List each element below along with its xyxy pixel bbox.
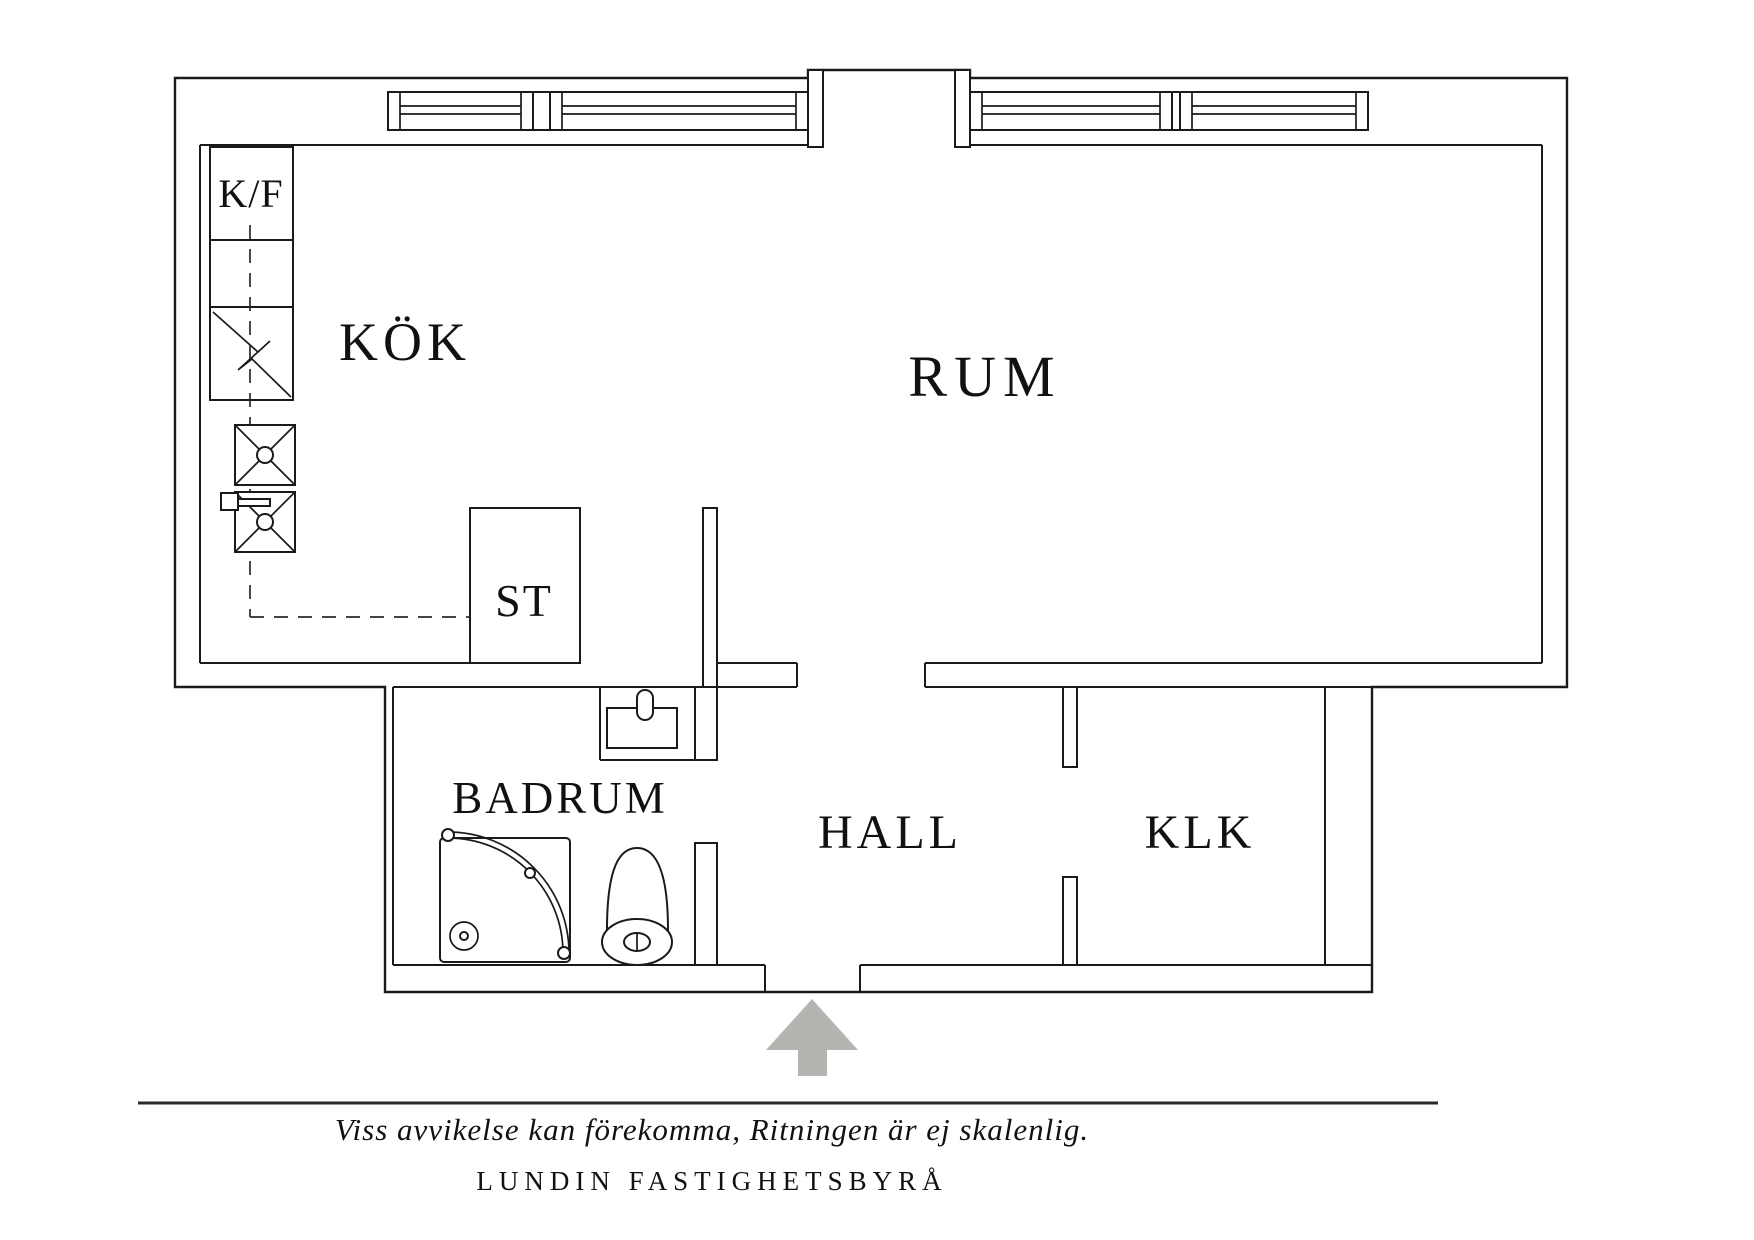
fridge-freezer-box [209, 146, 294, 241]
label-fridge-freezer: K/F [218, 171, 283, 216]
entrance-arrow-icon [766, 999, 858, 1076]
entrance-jambs [764, 965, 861, 992]
hall-klk-divider-upper [1062, 686, 1078, 768]
label-storage: ST [495, 575, 553, 626]
balcony-recess-jamb-left [807, 69, 824, 148]
window-mullion [1171, 91, 1181, 131]
disclaimer-text: Viss avvikelse kan förekomma, Ritningen … [335, 1112, 1089, 1147]
window-icon [1179, 91, 1369, 131]
toilet-icon [601, 846, 673, 966]
window-icon [969, 91, 1173, 131]
label-room: RUM [908, 344, 1061, 409]
label-kitchen: KÖK [339, 312, 471, 372]
windows [387, 91, 1369, 131]
kitchen-sink-icon [220, 424, 296, 553]
window-icon [549, 91, 809, 131]
window-icon [387, 91, 534, 131]
bathroom-fixtures [439, 687, 695, 966]
balcony-recess-jamb-right [954, 69, 971, 148]
agency-name: LUNDIN FASTIGHETSBYRÅ [476, 1166, 947, 1196]
rum-hall-opening-caps [796, 663, 926, 687]
counter-dashed-line [249, 225, 470, 618]
counter-cabinet-box [209, 239, 294, 308]
bathroom-sink-icon [606, 689, 678, 749]
storage-closet-box [469, 507, 581, 664]
interior-walls [200, 507, 1542, 992]
label-hall: HALL [818, 806, 962, 859]
kitchen-fixtures [209, 146, 470, 618]
bathroom-right-wall-upper [694, 686, 718, 761]
outer-walls [173, 68, 1569, 994]
hall-klk-divider-lower [1062, 876, 1078, 966]
label-bathroom: BADRUM [452, 773, 668, 823]
label-closet: KLK [1145, 806, 1256, 859]
kitchen-faucet-icon [220, 492, 239, 511]
shower-icon [439, 828, 571, 963]
bathroom-right-wall-lower [694, 842, 718, 966]
basin-niche [599, 687, 695, 761]
kitchen-niche-stub [702, 507, 718, 688]
window-mullion [532, 91, 551, 131]
